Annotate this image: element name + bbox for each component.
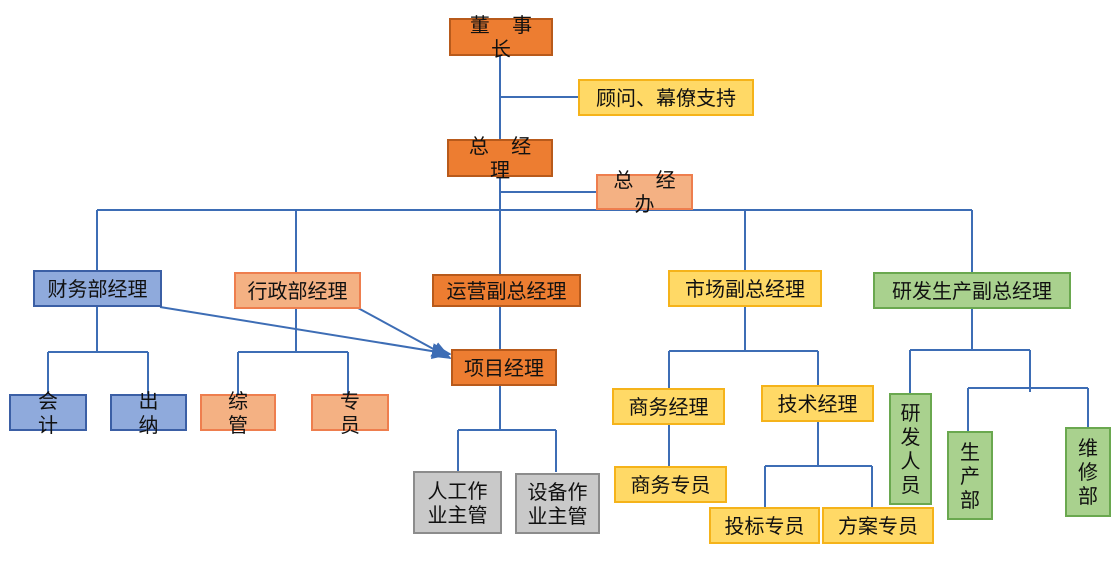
maintenance-dept-char1: 维 [1078,436,1098,460]
market-vice-gm-box: 市场副总经理 [668,270,822,307]
bidding-specialist-box: 投标专员 [709,507,820,544]
rnd-staff-box: 研 发 人 员 [889,393,932,505]
admin-manager-box: 行政部经理 [234,272,361,309]
manual-ops-lead-line1: 人工作 [427,478,488,503]
maintenance-dept-char3: 部 [1078,484,1098,508]
maintenance-dept-char2: 修 [1078,460,1098,484]
production-dept-char2: 产 [960,463,980,488]
finance-manager-box: 财务部经理 [33,270,162,307]
general-manager-box: 总 经 理 [447,134,553,182]
maintenance-dept-box: 维 修 部 [1065,427,1111,517]
business-specialist-box: 商务专员 [614,466,727,503]
production-dept-char3: 部 [960,487,980,512]
project-manager-box: 项目经理 [451,349,557,386]
equip-ops-lead-line1: 设备作 [527,479,588,504]
equip-ops-lead-box: 设备作 业主管 [515,473,600,534]
rnd-staff-char1: 研 [900,401,921,425]
general-admin-box: 综 管 [200,389,276,437]
solution-specialist-box: 方案专员 [822,507,934,544]
cashier-box: 出 纳 [110,389,187,437]
specialist-box: 专 员 [311,389,389,437]
tech-manager-box: 技术经理 [761,385,874,422]
manual-ops-lead-box: 人工作 业主管 [413,471,502,534]
production-dept-char1: 生 [960,439,980,464]
manual-ops-lead-line2: 业主管 [427,502,488,527]
advisor-box: 顾问、幕僚支持 [578,79,754,116]
rnd-vice-gm-box: 研发生产副总经理 [873,272,1071,309]
chairman-box: 董 事 长 [449,13,553,61]
rnd-staff-char3: 人 [900,449,921,473]
ops-vice-gm-box: 运营副总经理 [432,274,581,307]
business-manager-box: 商务经理 [612,388,725,425]
production-dept-box: 生 产 部 [947,431,993,520]
gm-office-box: 总 经 办 [596,168,693,216]
rnd-staff-char2: 发 [900,425,921,449]
equip-ops-lead-line2: 业主管 [527,503,588,528]
rnd-staff-char4: 员 [900,473,921,497]
accountant-box: 会 计 [9,389,87,437]
